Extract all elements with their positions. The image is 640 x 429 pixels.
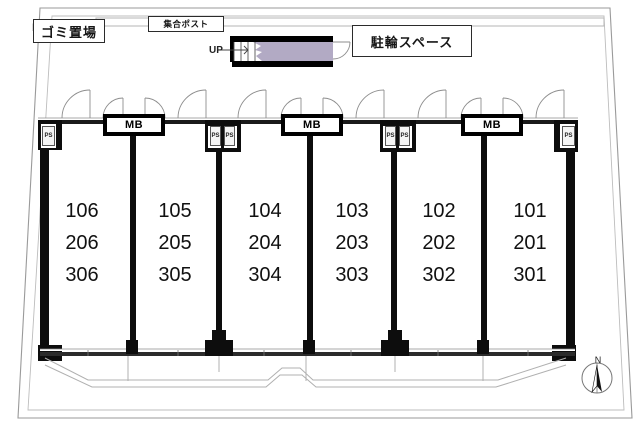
pipe-shaft-1: PS (42, 126, 55, 146)
compass-label-group: N (580, 355, 616, 401)
balcony-ground-outline (44, 356, 567, 388)
unit-number: 101 (513, 200, 547, 222)
unit-number: 102 (422, 200, 456, 222)
unit-number: 203 (335, 232, 369, 254)
pipe-shaft-6: PS (562, 126, 575, 146)
unit-number: 306 (65, 264, 99, 286)
unit-column-3: 103 203 303 (312, 195, 392, 291)
wall-right-vertical (566, 148, 575, 353)
pipe-shaft-3: PS (224, 126, 235, 146)
unit-column-1: 101 201 301 (490, 195, 570, 291)
wall-left-vertical (40, 148, 49, 353)
meter-box-3: MB (461, 114, 523, 136)
unit-number: 103 (335, 200, 369, 222)
entrance-door-swing (332, 41, 351, 60)
unit-entry-door-swings (61, 89, 565, 119)
compass-north-label: N (594, 355, 602, 365)
unit-number: 106 (65, 200, 99, 222)
meter-box-2: MB (281, 114, 343, 136)
pipe-shaft-5: PS (399, 126, 410, 146)
unit-number: 302 (422, 264, 456, 286)
balcony-partitions (126, 330, 489, 356)
unit-number: 205 (158, 232, 192, 254)
bicycle-parking-label: 駐輪スペース (352, 25, 472, 57)
meter-box-1: MB (103, 114, 165, 136)
stair-entrance-group (220, 36, 351, 67)
unit-number: 204 (248, 232, 282, 254)
unit-number: 105 (158, 200, 192, 222)
trash-area-label: ゴミ置場 (33, 19, 105, 43)
unit-number: 301 (513, 264, 547, 286)
unit-column-2: 102 202 302 (399, 195, 479, 291)
unit-number: 304 (248, 264, 282, 286)
pipe-shaft-2: PS (210, 126, 221, 146)
pipe-shaft-4: PS (385, 126, 396, 146)
unit-column-6: 106 206 306 (42, 195, 122, 291)
unit-number: 202 (422, 232, 456, 254)
unit-column-5: 105 205 305 (135, 195, 215, 291)
unit-number: 201 (513, 232, 547, 254)
unit-number: 104 (248, 200, 282, 222)
unit-number: 303 (335, 264, 369, 286)
compass-rose (581, 362, 613, 394)
site-boundary-inner (27, 15, 625, 411)
site-boundary-outer (17, 7, 633, 419)
unit-number: 206 (65, 232, 99, 254)
unit-column-4: 104 204 304 (225, 195, 305, 291)
mailbox-label: 集合ポスト (148, 16, 224, 32)
stair-up-label: UP (209, 45, 223, 56)
party-walls (130, 135, 487, 355)
unit-number: 305 (158, 264, 192, 286)
